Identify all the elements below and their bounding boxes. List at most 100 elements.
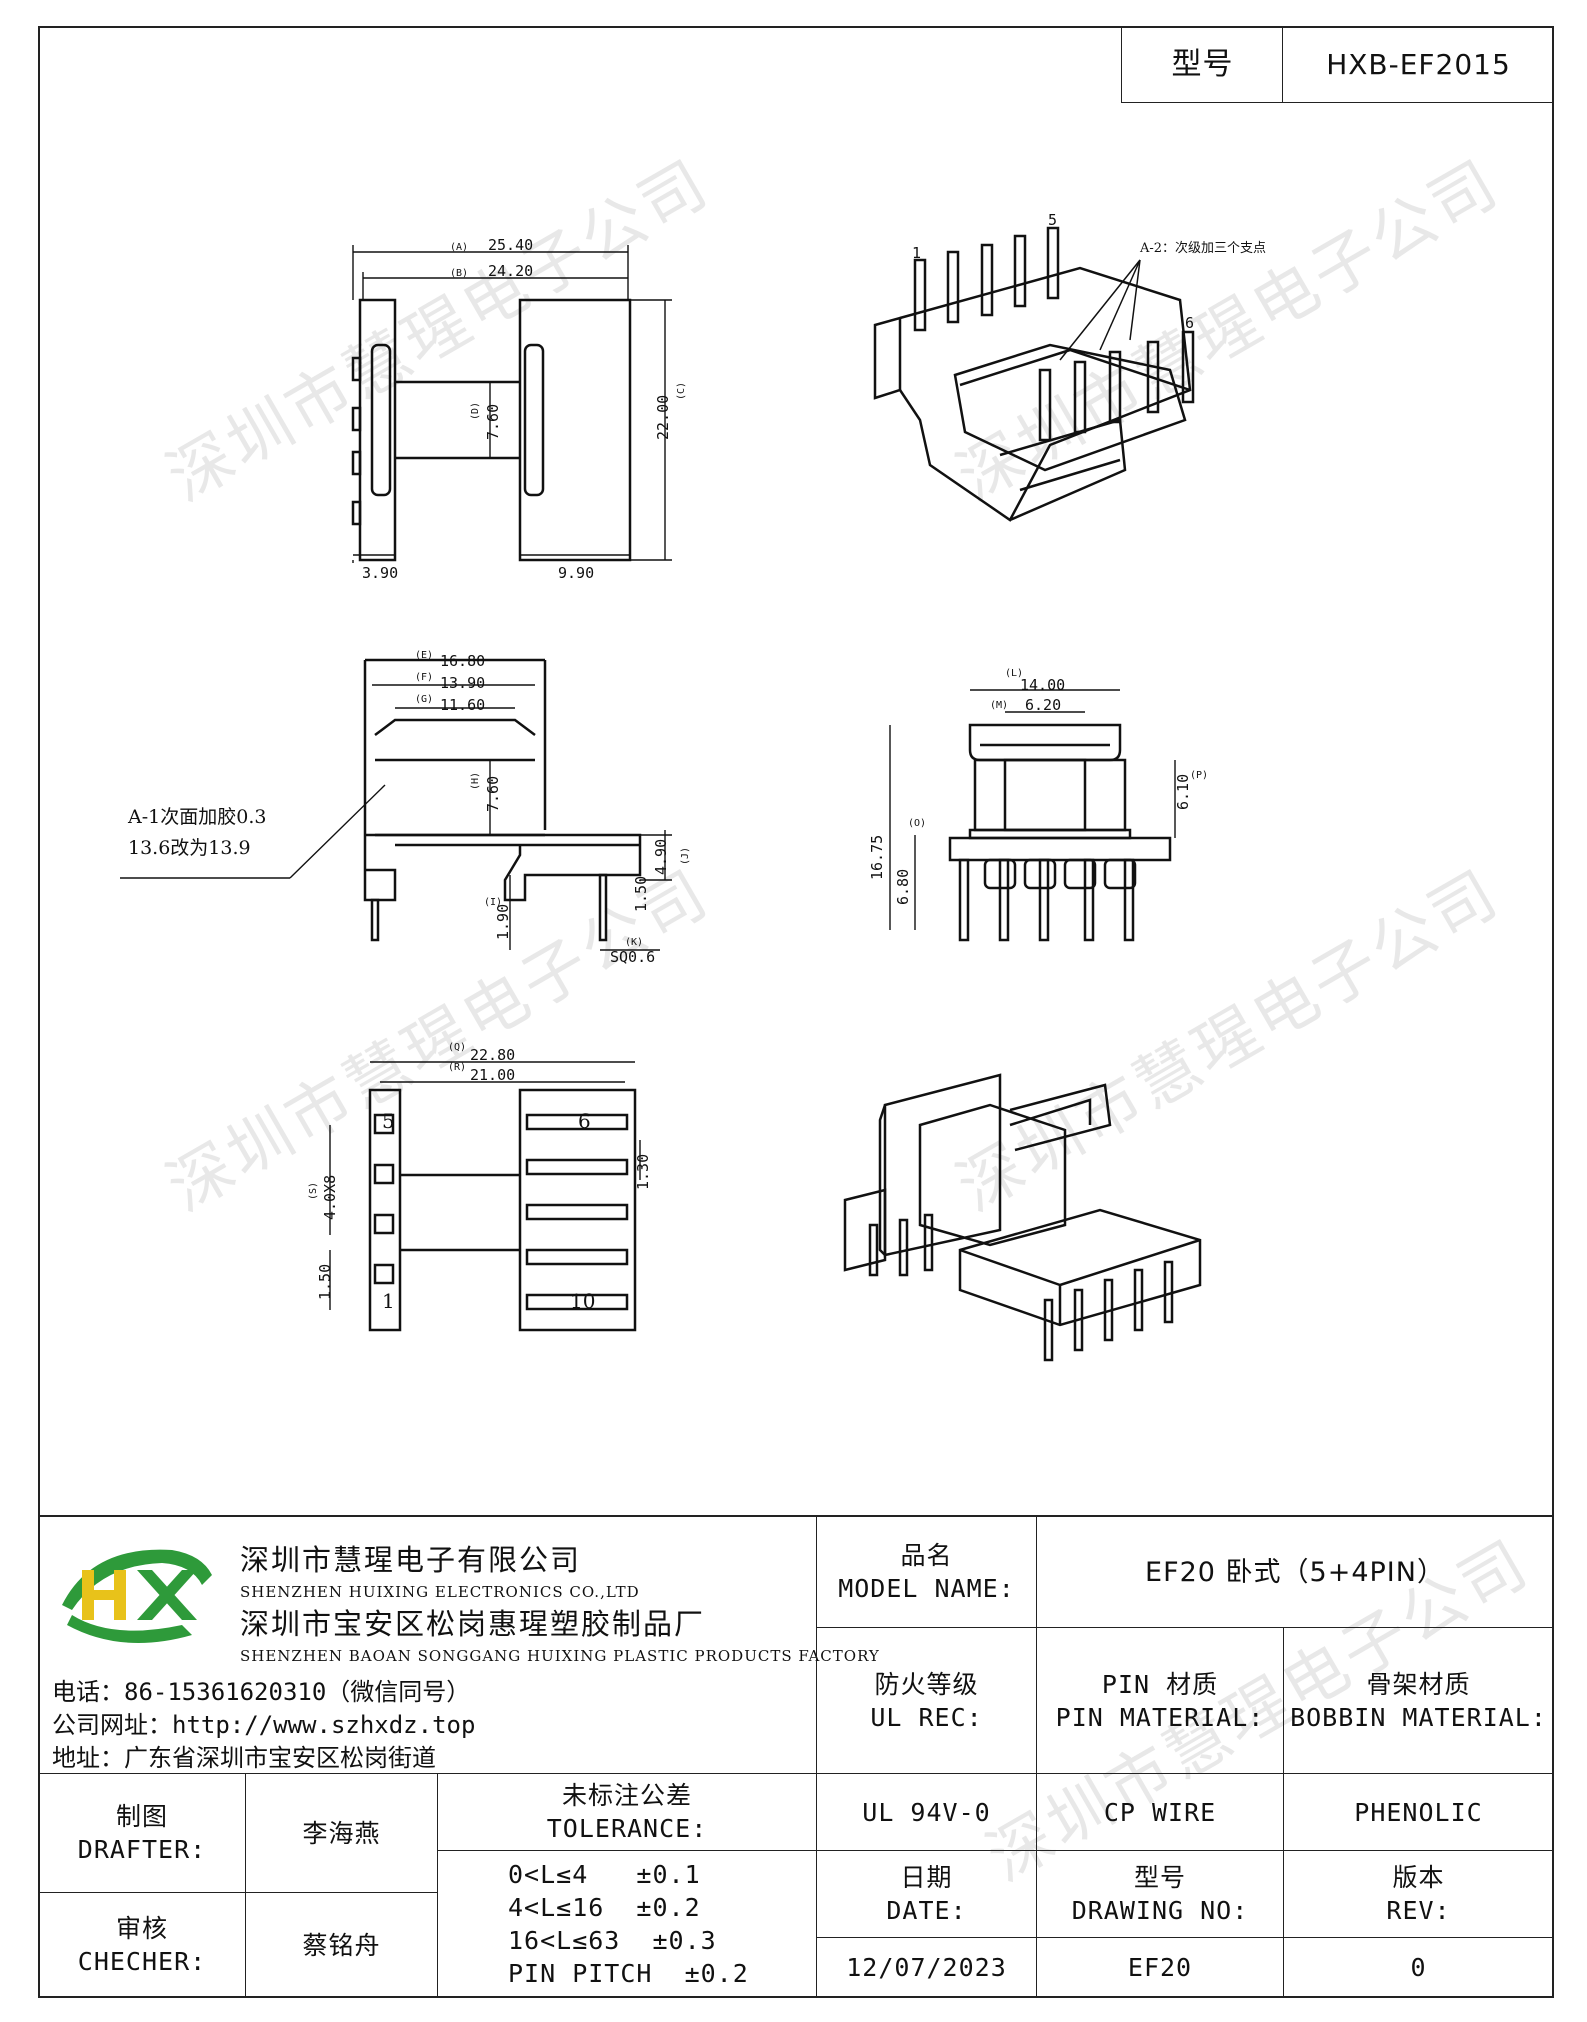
date-cn: 日期 [900, 1863, 953, 1892]
tolerance-line-3: 16<L≤63 ±0.3 [508, 1926, 717, 1955]
rev-value: 0 [1283, 1937, 1554, 1998]
tolerance-line-4: PIN PITCH ±0.2 [508, 1959, 749, 1988]
iso-note: A-2：次级加三个支点 [1139, 240, 1266, 256]
dim-right: 9.90 [558, 564, 594, 582]
technical-drawing: (A) 25.40 (B) 24.20 3.90 9.90 22.00 (C) … [120, 211, 1266, 1362]
rev-cn: 版本 [1392, 1863, 1445, 1892]
model-name-en: MODEL NAME: [838, 1574, 1015, 1603]
pin-material-en: PIN MATERIAL: [1055, 1702, 1265, 1732]
dim-130: 1.30 [634, 1154, 652, 1190]
iso-bottom-view [843, 1073, 1202, 1362]
dim-l-tag: (L) [1005, 668, 1023, 679]
dim-b: 24.20 [488, 262, 533, 280]
company-address: 地址：广东省深圳市宝安区松岗街道 [52, 1744, 436, 1772]
dim-b-tag: (B) [450, 268, 468, 279]
drafter-en: DRAFTER: [77, 1835, 207, 1864]
rev-label-cell: 版本 REV: [1283, 1850, 1554, 1938]
date-en: DATE: [886, 1896, 967, 1925]
checker-cn: 审核 [115, 1914, 168, 1943]
pin-material-label-cell: PIN 材质 PIN MATERIAL: [1036, 1627, 1284, 1774]
dim-pitch: 1.50 [316, 1264, 334, 1300]
dim-q: 22.80 [470, 1046, 515, 1064]
tolerance-values-cell: 0<L≤4 ±0.1 4<L≤16 ±0.2 16<L≤63 ±0.3 PIN … [437, 1850, 817, 1998]
drafter-name: 李海燕 [245, 1773, 438, 1893]
logo-swoosh-bottom [67, 1615, 192, 1643]
bobbin-material-label-cell: 骨架材质 BOBBIN MATERIAL: [1283, 1627, 1554, 1774]
checker-en: CHECHER: [77, 1947, 207, 1976]
company-logo [62, 1549, 212, 1643]
pin-material-value: CP WIRE [1036, 1773, 1284, 1851]
model-name-label-cell: 品名 MODEL NAME: [816, 1515, 1037, 1628]
model-name-value: EF20 卧式（5+4PIN） [1036, 1515, 1554, 1628]
bobbin-material-en: BOBBIN MATERIAL: [1290, 1702, 1547, 1732]
dim-d: 7.60 [484, 404, 502, 440]
drawing-no-en: DRAWING NO: [1071, 1896, 1249, 1925]
dim-j-tag: (J) [680, 847, 691, 865]
dim-r: 21.00 [470, 1066, 515, 1084]
model-name-cn: 品名 [900, 1541, 953, 1570]
tolerance-label-cell: 未标注公差 TOLERANCE: [437, 1773, 817, 1851]
tolerance-cn: 未标注公差 [561, 1781, 692, 1810]
date-value: 12/07/2023 [816, 1937, 1037, 1998]
drawing-no-cn: 型号 [1133, 1863, 1186, 1892]
model-value: HXB-EF2015 [1282, 26, 1554, 103]
dim-i-tag: (I) [484, 897, 502, 908]
dim-m: 6.20 [1025, 696, 1061, 714]
dim-k: SQ0.6 [610, 948, 655, 966]
ul-en: UL REC: [870, 1702, 983, 1732]
dim-r-tag: (R) [448, 1062, 466, 1073]
side-note-1: A-1次面加胶0.3 [127, 806, 266, 828]
rev-en: REV: [1386, 1896, 1451, 1925]
ul-label-cell: 防火等级 UL REC: [816, 1627, 1037, 1774]
dim-s-tag: (S) [308, 1182, 319, 1200]
dim-h-tag: (H) [470, 772, 481, 790]
checker-label-cell: 审核 CHECHER: [38, 1892, 246, 1998]
dim-c-tag: (C) [676, 382, 687, 400]
company-name-cn: 深圳市慧瑆电子有限公司 [240, 1543, 582, 1577]
tolerance-line-2: 4<L≤16 ±0.2 [508, 1893, 701, 1922]
dim-left: 3.90 [362, 564, 398, 582]
iso-pin-6: 6 [1185, 314, 1194, 332]
company-phone: 电话：86-15361620310（微信同号） [52, 1678, 471, 1706]
dim-j: 4.90 [652, 839, 670, 875]
bobbin-material-value: PHENOLIC [1283, 1773, 1554, 1851]
dim-o-tag: (O) [908, 818, 926, 829]
iso-pin-5: 5 [1048, 211, 1057, 229]
dim-g-tag: (G) [415, 694, 433, 705]
factory-name-en: SHENZHEN BAOAN SONGGANG HUIXING PLASTIC … [240, 1647, 880, 1665]
side-view [120, 658, 672, 951]
dim-o: 6.80 [894, 869, 912, 905]
front-view [889, 689, 1176, 942]
drawing-no-value: EF20 [1036, 1937, 1284, 1998]
model-label: 型号 [1121, 26, 1283, 103]
iso-top-view [873, 226, 1195, 522]
dim-p-tag: (P) [1190, 770, 1208, 781]
dim-150: 1.50 [632, 876, 650, 912]
pin-label-6: 6 [578, 1109, 591, 1133]
ul-cn: 防火等级 [874, 1669, 979, 1699]
dim-q-tag: (Q) [448, 1042, 466, 1053]
dim-k-tag: (K) [625, 937, 643, 948]
dim-s: 4.0X8 [321, 1175, 339, 1220]
top-view [351, 245, 672, 563]
dim-f-tag: (F) [415, 672, 433, 683]
ul-value: UL 94V-0 [816, 1773, 1037, 1851]
bobbin-material-cn: 骨架材质 [1366, 1669, 1471, 1699]
company-website[interactable]: 公司网址：http://www.szhxdz.top [52, 1711, 476, 1739]
checker-name: 蔡铭舟 [245, 1892, 438, 1998]
iso-pin-1: 1 [912, 244, 921, 262]
dim-c: 22.00 [654, 395, 672, 440]
bottom-view [329, 1061, 641, 1332]
dim-g: 11.60 [440, 696, 485, 714]
tolerance-line-1: 0<L≤4 ±0.1 [508, 1860, 701, 1889]
factory-name-cn: 深圳市宝安区松岗惠瑆塑胶制品厂 [240, 1607, 706, 1641]
dim-e-tag: (E) [415, 650, 433, 661]
drafter-cn: 制图 [115, 1802, 168, 1831]
dim-p: 6.10 [1174, 774, 1192, 810]
tolerance-en: TOLERANCE: [546, 1814, 708, 1843]
pin-label-1: 1 [382, 1289, 395, 1313]
pin-label-5: 5 [382, 1109, 395, 1133]
dim-l: 14.00 [1020, 676, 1065, 694]
side-note-2: 13.6改为13.9 [128, 837, 251, 859]
dim-h: 7.60 [484, 776, 502, 812]
